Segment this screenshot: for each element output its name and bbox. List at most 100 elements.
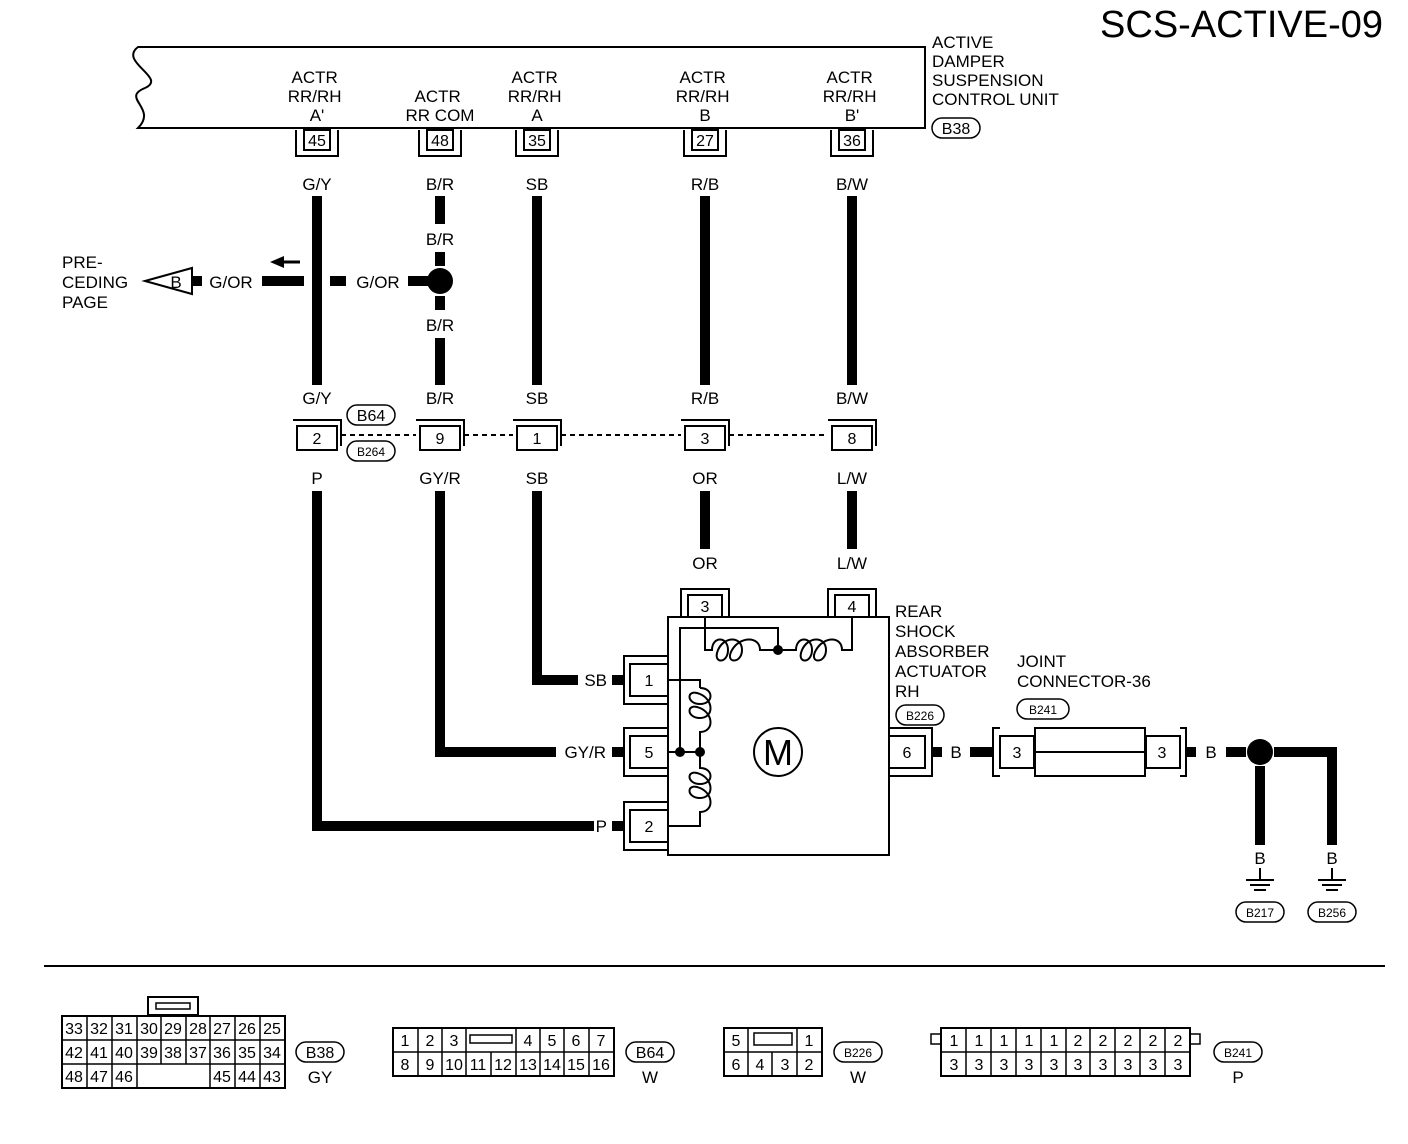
- face-pin: 16: [592, 1057, 610, 1074]
- pin-number: 1: [645, 673, 654, 690]
- terminal-label: ACTR RR/RH B': [823, 68, 882, 125]
- face-pin: 5: [548, 1033, 557, 1050]
- pin-number: 5: [645, 745, 654, 762]
- terminal-pin: [418, 129, 462, 157]
- connector-color: GY: [308, 1068, 333, 1087]
- coil-left-lower-icon: [668, 752, 712, 827]
- harness-pin: [416, 419, 465, 451]
- face-pin: 12: [494, 1057, 512, 1074]
- connector-id: B38: [942, 121, 971, 138]
- actuator-pin: [623, 727, 669, 777]
- face-pin: 1: [975, 1033, 984, 1050]
- connector-id: B217: [1246, 906, 1274, 920]
- face-pin: 43: [263, 1069, 281, 1086]
- pin-number: 3: [1158, 745, 1167, 762]
- ground-icon: [1318, 868, 1346, 891]
- harness-connector-ids: B64 B264: [346, 404, 396, 462]
- lower-wires: [312, 491, 1337, 845]
- face-pin: 3: [781, 1057, 790, 1074]
- page-title: SCS-ACTIVE-09: [1100, 4, 1383, 46]
- face-pin: 40: [115, 1045, 133, 1062]
- connector-color: W: [642, 1068, 658, 1087]
- face-pin: 44: [238, 1069, 256, 1086]
- upper-wires: [193, 196, 857, 385]
- joint-connector: JOINT CONNECTOR-36 B241 3 3 B: [992, 652, 1273, 777]
- actuator-top-wire-label: L/W: [837, 554, 867, 573]
- face-pin: 7: [597, 1033, 606, 1050]
- preceding-wire-label: G/OR: [209, 273, 252, 292]
- wire-label: B/W: [836, 175, 868, 194]
- control-unit-pin-numbers: 45 48 35 27 36: [308, 133, 861, 150]
- terminal-label: ACTR RR/RH B: [676, 68, 735, 125]
- wire-label: B: [1205, 743, 1216, 762]
- splice-wire-in: G/OR: [356, 273, 399, 292]
- face-pin: 25: [263, 1021, 281, 1038]
- terminal-label: ACTR RR COM: [406, 87, 475, 125]
- face-pin: 33: [65, 1021, 83, 1038]
- wire-label: R/B: [691, 389, 719, 408]
- splice-dot: [1247, 739, 1273, 765]
- control-unit-pins: [295, 129, 874, 157]
- wire-label: B/W: [836, 389, 868, 408]
- face-pin: 45: [213, 1069, 231, 1086]
- wire-label: L/W: [837, 469, 867, 488]
- face-pin: 1: [401, 1033, 410, 1050]
- control-unit-body: [132, 46, 926, 129]
- harness-pin: [513, 419, 562, 451]
- face-pin: 2: [426, 1033, 435, 1050]
- pin-number: 2: [645, 819, 654, 836]
- wire-label: P: [311, 469, 322, 488]
- face-pin: 37: [189, 1045, 207, 1062]
- face-pin: 39: [140, 1045, 158, 1062]
- wire: [312, 491, 594, 831]
- splice-dot: [427, 268, 453, 294]
- face-pin: 11: [470, 1057, 487, 1074]
- terminal-pin: [515, 129, 559, 157]
- connector-id: B241: [1029, 703, 1057, 717]
- face-pin: 3: [975, 1057, 984, 1074]
- actuator-pin: [888, 727, 933, 777]
- connector-faces: 33 32 31 30 29 28 27 26 25 42 41 40 39 3…: [61, 996, 1263, 1089]
- terminal-label: ACTR RR/RH A': [288, 68, 347, 125]
- connector-id: B226: [844, 1046, 872, 1060]
- face-pin: 26: [238, 1021, 256, 1038]
- actuator-name: REAR SHOCK ABSORBER ACTUATOR RH: [895, 602, 994, 701]
- wire-label: G/Y: [302, 175, 331, 194]
- terminal-label: ACTR RR/RH A: [508, 68, 567, 125]
- connector-id: B226: [906, 709, 934, 723]
- harness-pin: [828, 419, 877, 451]
- grounds: B B B217 B256: [1235, 849, 1357, 923]
- face-pin: 34: [263, 1045, 281, 1062]
- pin-number: 1: [533, 431, 542, 448]
- face-pin: 3: [1149, 1057, 1158, 1074]
- wire-label: SB: [526, 469, 549, 488]
- terminal-pin: [683, 129, 727, 157]
- face-pin: 2: [1149, 1033, 1158, 1050]
- connector-color: W: [850, 1068, 866, 1087]
- face-pin: 2: [805, 1057, 814, 1074]
- connector-face-b226: 5 1 6 4 3 2 B226 W: [723, 1027, 883, 1087]
- pin-number: 3: [701, 599, 710, 616]
- pin-number: 4: [848, 599, 857, 616]
- face-pin: 38: [164, 1045, 182, 1062]
- face-pin: 10: [445, 1057, 463, 1074]
- wire-label: B: [1326, 849, 1337, 868]
- face-pin: 47: [90, 1069, 108, 1086]
- face-pin: 1: [805, 1033, 814, 1050]
- wire-label: P: [596, 817, 607, 836]
- harness-connector-pins: [293, 419, 877, 451]
- wire-label: G/Y: [302, 389, 331, 408]
- upper-wire-labels: G/Y B/R SB R/B B/W: [302, 175, 868, 194]
- face-pin: 2: [1124, 1033, 1133, 1050]
- connector-id: B264: [357, 445, 385, 459]
- face-pin: 42: [65, 1045, 83, 1062]
- connector-id: B38: [306, 1045, 335, 1062]
- face-pin: 1: [1050, 1033, 1059, 1050]
- ground-icon: [1246, 868, 1274, 891]
- junction-dot: [695, 747, 705, 757]
- wire-label: B: [950, 743, 961, 762]
- joint-connector-name: JOINT CONNECTOR-36: [1017, 652, 1151, 691]
- pin-number: 9: [436, 431, 445, 448]
- connector-id: B64: [357, 408, 386, 425]
